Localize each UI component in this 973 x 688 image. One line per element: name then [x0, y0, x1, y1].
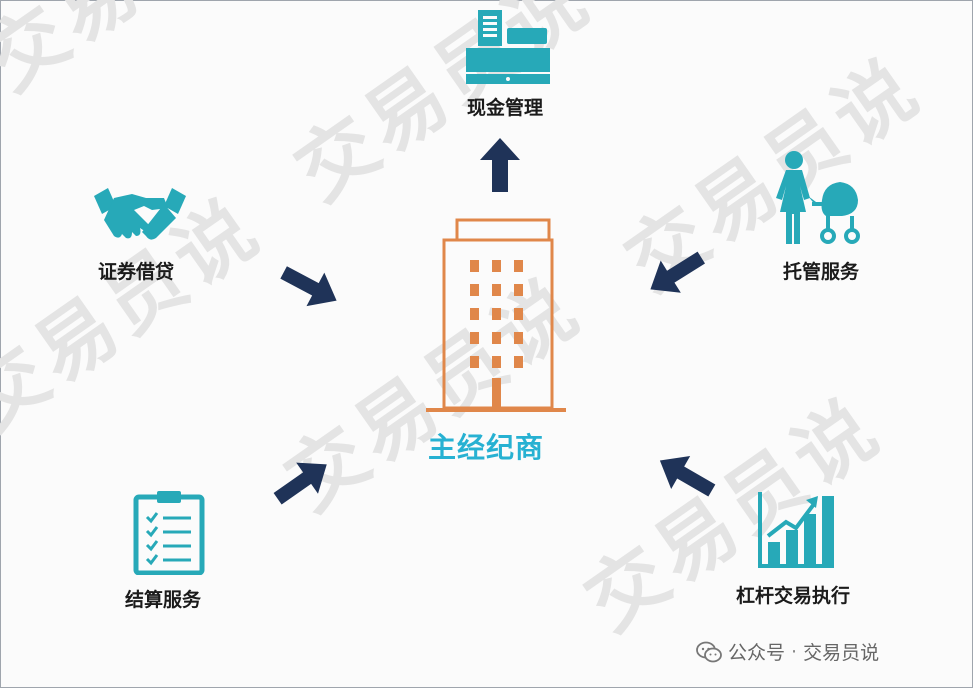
building-icon [426, 218, 566, 412]
node-securities-lending-label: 证券借贷 [98, 261, 175, 283]
footer-separator: · [791, 640, 798, 663]
center-label: 主经纪商 [428, 431, 545, 464]
cash-register-icon [466, 10, 550, 84]
arrow-left-up-icon [659, 456, 716, 497]
bar-chart-growth-icon [758, 492, 834, 568]
arrow-right-up-icon [273, 462, 327, 505]
arrow-right-down-icon [280, 266, 337, 307]
clipboard-checklist-icon [133, 491, 205, 575]
wechat-icon [696, 641, 722, 662]
footer-attribution: 公众号 · 交易员说 [696, 638, 879, 665]
node-custody-services-label: 托管服务 [783, 261, 860, 283]
node-leverage-execution-label: 杠杆交易执行 [736, 585, 851, 607]
node-cash-management-label: 现金管理 [467, 97, 544, 119]
node-clearing-services-label: 结算服务 [125, 589, 202, 611]
footer-name: 交易员说 [803, 642, 880, 664]
arrow-up-icon [480, 138, 520, 192]
handshake-icon [94, 188, 186, 240]
arrow-left-down-icon [650, 251, 705, 293]
person-with-stroller-icon [776, 151, 860, 244]
footer-account-label: 公众号 [728, 642, 786, 664]
